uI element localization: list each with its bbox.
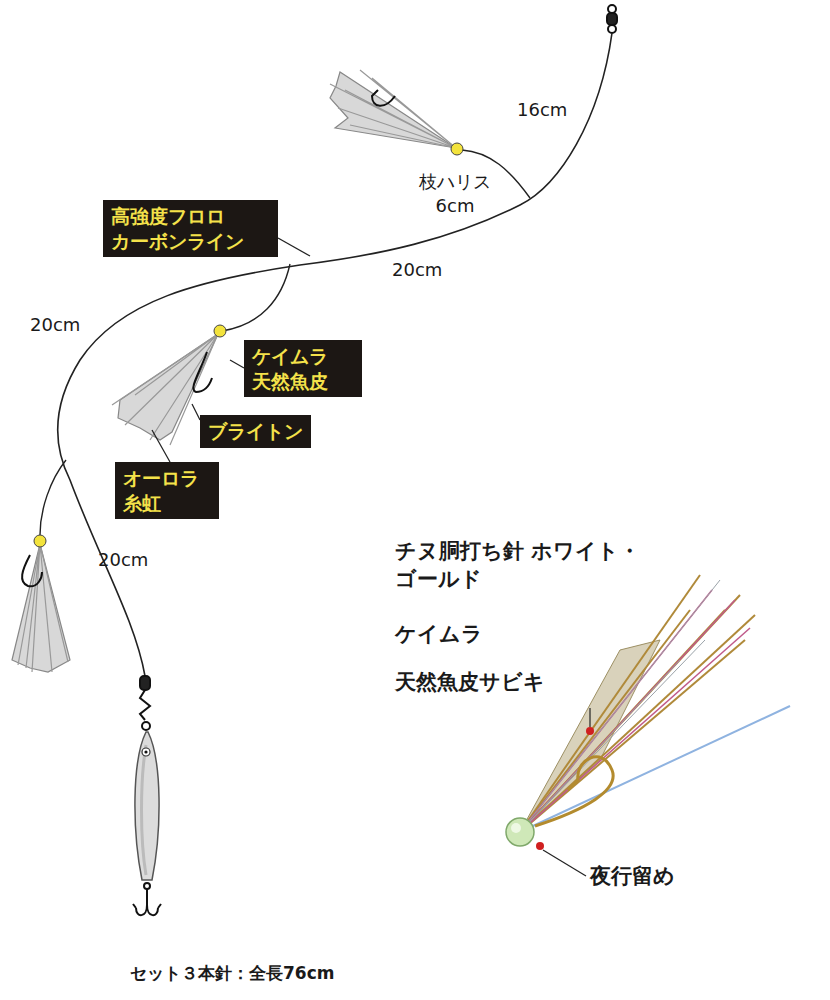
- jig-lure: [133, 676, 161, 915]
- dimension-label: 20cm: [98, 548, 148, 572]
- dimension-label: 枝ハリス 6cm: [410, 170, 500, 219]
- dimension-label: 20cm: [392, 258, 442, 282]
- part-label: 天然魚皮サビキ: [395, 668, 545, 696]
- detail-sabiki: [506, 575, 790, 876]
- sabiki-feather: [12, 544, 70, 672]
- callout-text: 高強度フロロ カーボンライン: [111, 204, 270, 253]
- sabiki-feather: [330, 70, 456, 148]
- part-label: チヌ胴打ち針 ホワイト・ゴールド: [395, 537, 695, 594]
- part-label: 夜行留め: [590, 862, 675, 890]
- callout-box: ブライトン: [200, 415, 311, 448]
- dimension-label: 16cm: [517, 98, 567, 122]
- part-label: ケイムラ: [395, 620, 483, 648]
- top-swivel: [607, 5, 617, 33]
- set-caption: セット３本針：全長76cm: [130, 962, 334, 985]
- dropper-line: [222, 264, 290, 331]
- callout-box: ケイムラ 天然魚皮: [244, 340, 362, 397]
- callout-box: オーロラ 糸虹: [115, 462, 219, 519]
- dimension-label: 20cm: [30, 313, 80, 337]
- callout-text: オーロラ 糸虹: [123, 466, 211, 515]
- callout-text: ケイムラ 天然魚皮: [252, 344, 354, 393]
- callout-box: 高強度フロロ カーボンライン: [103, 200, 278, 257]
- main-line: [58, 33, 612, 676]
- callout-text: ブライトン: [208, 419, 303, 444]
- dropper-line: [40, 460, 66, 535]
